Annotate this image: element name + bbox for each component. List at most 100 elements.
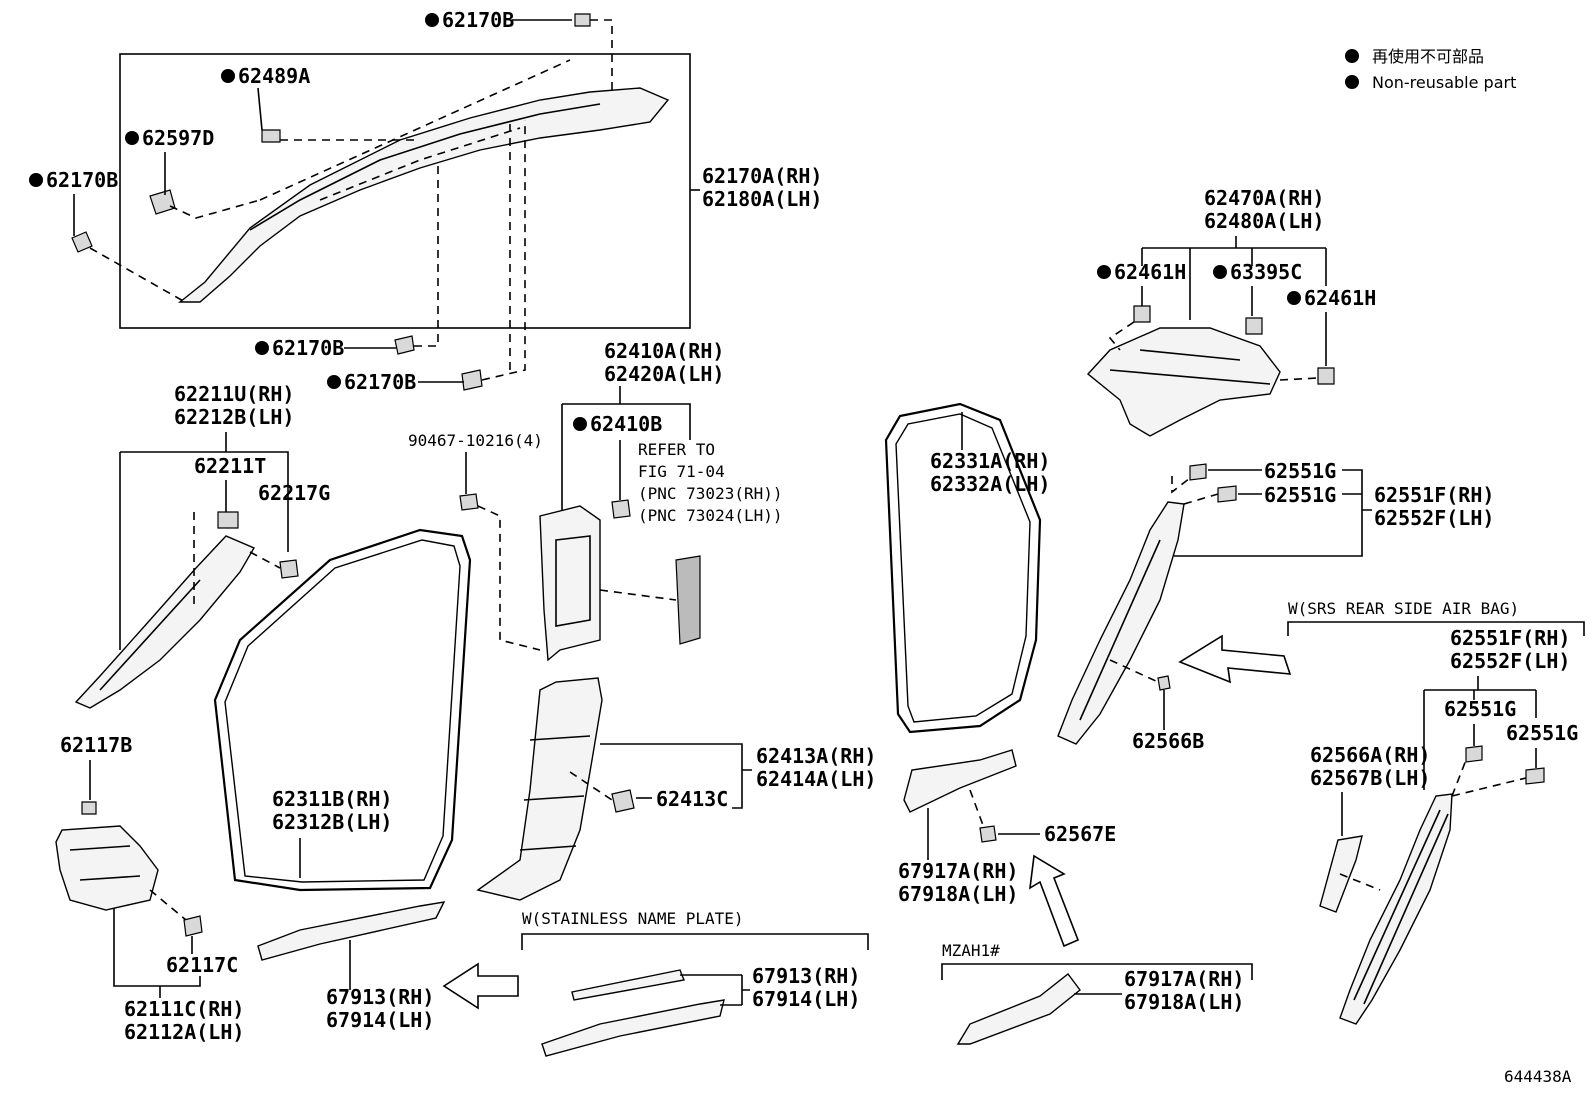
a-pillar-garnish-part — [74, 535, 256, 709]
airbag-group-box — [119, 53, 691, 329]
clip-62117C — [183, 915, 203, 937]
label-62211T: 62211T — [194, 454, 266, 478]
legend-jp: 再使用不可部品 — [1372, 47, 1484, 66]
label-62212B-lh: 62212B(LH) — [174, 405, 294, 429]
label-67918A-lh: 67918A(LH) — [898, 882, 1018, 906]
label-62566B: 62566B — [1132, 729, 1204, 753]
label-62413A-rh: 62413A(RH) — [756, 744, 876, 768]
label-62551F-rh: 62551F(RH) — [1374, 483, 1494, 507]
nonreusable-dot-icon — [29, 173, 43, 187]
label-62470A-rh: 62470A(RH) — [1204, 186, 1324, 210]
label-62552F-lh: 62552F(LH) — [1374, 506, 1494, 530]
legend-en: Non-reusable part — [1372, 73, 1516, 92]
diagram-id: 644438A — [1504, 1067, 1572, 1086]
seat-belt-anchor-part — [675, 555, 701, 645]
name-plate-part — [571, 969, 685, 1001]
label-w-srs: W(SRS REAR SIDE AIR BAG) — [1288, 599, 1519, 618]
label-62170B-mid: 62170B — [272, 336, 344, 360]
refer-line-1: REFER TO — [638, 440, 715, 459]
clip-62211T — [217, 511, 239, 529]
clip-62413C — [611, 789, 635, 813]
label-67917A-rh: 67917A(RH) — [898, 859, 1018, 883]
refer-line-3: (PNC 73023(RH)) — [638, 484, 783, 503]
label-62332A-lh: 62332A(LH) — [930, 472, 1050, 496]
label-62414A-lh: 62414A(LH) — [756, 767, 876, 791]
label-62117B: 62117B — [60, 733, 132, 757]
nonreusable-dot-icon — [573, 417, 587, 431]
label-62331A-rh: 62331A(RH) — [930, 449, 1050, 473]
label-62117C: 62117C — [166, 953, 238, 977]
label-90467: 90467-10216(4) — [408, 431, 543, 450]
label-62170B-left: 62170B — [46, 168, 118, 192]
label-62551G-d: 62551G — [1506, 721, 1578, 745]
bolt-62170B-top — [574, 13, 591, 27]
clip-63395C — [1245, 317, 1263, 335]
clip-62567E — [979, 825, 997, 843]
nonreusable-dot-icon — [327, 375, 341, 389]
clip-62551G-b — [1217, 485, 1237, 503]
clip-62461H-a — [1133, 305, 1151, 323]
clip-62489A — [261, 129, 281, 143]
clip-62461H-b — [1317, 367, 1335, 385]
label-62211U-rh: 62211U(RH) — [174, 382, 294, 406]
label-62170A-rh: 62170A(RH) — [702, 164, 822, 188]
curtain-airbag-part — [178, 87, 670, 303]
label-62311B-rh: 62311B(RH) — [272, 787, 392, 811]
nonreusable-dot-icon — [1287, 291, 1301, 305]
rear-scuff-plate-part — [903, 749, 1017, 813]
label-67914-lh2: 67914(LH) — [752, 987, 860, 1011]
arrow-left-icon — [442, 962, 519, 1010]
label-62566A-rh: 62566A(RH) — [1310, 743, 1430, 767]
clip-62551G-d — [1525, 767, 1545, 785]
nonreusable-dot-icon — [125, 131, 139, 145]
label-62170B-low: 62170B — [344, 370, 416, 394]
label-62420A-lh: 62420A(LH) — [604, 362, 724, 386]
label-67913-rh2: 67913(RH) — [752, 964, 860, 988]
clip-90467 — [459, 493, 479, 511]
label-62551G-a: 62551G — [1264, 459, 1336, 483]
label-62180A-lh: 62180A(LH) — [702, 187, 822, 211]
rear-door-weatherstrip-part — [884, 402, 1042, 734]
scuff-plate-stainless-part — [541, 999, 725, 1057]
label-63395C: 63395C — [1230, 260, 1302, 284]
b-pillar-upper-garnish-part — [539, 505, 601, 662]
clip-62217G — [279, 559, 299, 579]
legend-dot-icon — [1345, 49, 1359, 63]
label-62170B-top: 62170B — [442, 8, 514, 32]
bolt-62170B-low — [461, 369, 483, 391]
arrow-left-icon — [1178, 634, 1292, 684]
clip-62551G-a — [1189, 463, 1207, 481]
label-67917A-rh2: 67917A(RH) — [1124, 967, 1244, 991]
label-62111C-rh: 62111C(RH) — [124, 997, 244, 1021]
rear-scuff-mzah-part — [956, 973, 1081, 1045]
nonreusable-dot-icon — [1213, 265, 1227, 279]
front-scuff-plate-part — [257, 901, 446, 961]
label-62597D: 62597D — [142, 126, 214, 150]
nonreusable-dot-icon — [221, 69, 235, 83]
clip-62551G-c — [1465, 745, 1483, 763]
label-mzah: MZAH1# — [942, 941, 1000, 960]
nonreusable-dot-icon — [425, 13, 439, 27]
roof-side-inner-garnish-part — [1086, 327, 1281, 437]
label-62112A-lh: 62112A(LH) — [124, 1020, 244, 1044]
label-67913-rh: 67913(RH) — [326, 985, 434, 1009]
label-62489A: 62489A — [238, 64, 310, 88]
label-62567B-lh: 62567B(LH) — [1310, 766, 1430, 790]
label-62312B-lh: 62312B(LH) — [272, 810, 392, 834]
label-62461H-b: 62461H — [1304, 286, 1376, 310]
bolt-62170B-left — [71, 231, 93, 253]
clip-62597D — [149, 189, 176, 215]
refer-line-2: FIG 71-04 — [638, 462, 725, 481]
label-62551G-c: 62551G — [1444, 697, 1516, 721]
label-62413C: 62413C — [656, 787, 728, 811]
refer-line-4: (PNC 73024(LH)) — [638, 506, 783, 525]
front-door-weatherstrip-part — [213, 528, 472, 892]
label-67918A-lh2: 67918A(LH) — [1124, 990, 1244, 1014]
nonreusable-dot-icon — [1097, 265, 1111, 279]
label-w-stainless: W(STAINLESS NAME PLATE) — [522, 909, 744, 928]
rear-pillar-garnish-part — [1057, 501, 1185, 745]
b-pillar-lower-garnish-part — [476, 677, 603, 901]
cowl-side-trim-part — [55, 825, 159, 911]
